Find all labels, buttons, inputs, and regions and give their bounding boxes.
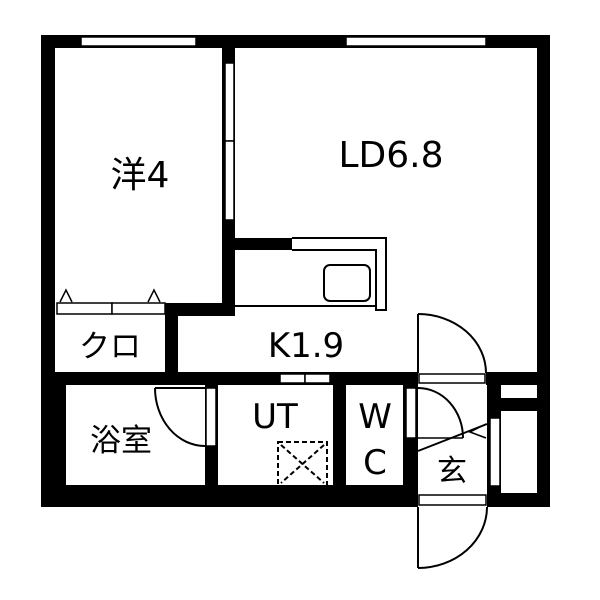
kitchen-wall [222,238,292,250]
wc-door-swing [417,387,464,439]
sliding-door-upper[interactable] [224,62,235,142]
toilet-floor [346,386,403,485]
closet-arrow-left-icon [59,288,73,303]
shoe-cabinet [501,411,537,493]
middle-wall-left [41,372,418,385]
room-label-kitchen: K1.9 [268,326,344,366]
left-wall-upper [41,35,55,375]
utility-floor [218,386,333,485]
bath-door-opening[interactable] [205,387,217,447]
closet-door-left[interactable] [56,302,113,315]
washing-machine-space [277,441,328,487]
wc-door-opening[interactable] [405,387,417,439]
wall-closet-right [165,303,178,383]
kitchen-counter-edge [292,237,387,311]
bathroom-floor [66,386,205,485]
wall-ut-wc [333,385,346,485]
window-living-room [345,36,487,47]
shoe-cabinet-door[interactable] [489,417,501,487]
kitchen-door-opening[interactable] [418,373,486,384]
room-label-bathroom: 浴室 [90,423,152,459]
bottom-wall-left [41,485,418,507]
room-label-toilet-line2: C [363,443,387,483]
closet-door-right[interactable] [111,302,166,315]
bath-door-swing [154,387,206,447]
front-door-swing [417,506,488,569]
room-label-utility: UT [252,397,298,437]
closet-arrow-right-icon [147,288,161,303]
storage-slot-top [501,385,537,398]
washer-cross-2 [280,444,325,484]
room-label-living-dining: LD6.8 [338,135,443,176]
wall-western-bottom [165,303,235,316]
room-label-toilet-line1: W [358,397,392,437]
entrance-step-arrow-icon [468,423,487,439]
middle-wall-right [486,372,550,385]
window-ut-left [279,373,306,384]
room-label-western: 洋4 [111,155,170,196]
wall-storage-divider [501,398,537,411]
room-label-closet: クロ [79,329,141,365]
window-ut-right [304,373,331,384]
right-wall [537,35,550,507]
kitchen-door-swing [417,313,487,374]
bottom-wall-right [487,493,550,507]
kitchen-sink-icon [323,264,371,302]
front-door-opening[interactable] [418,494,487,506]
left-wall-lower [41,372,66,507]
entrance-floor [418,385,487,493]
window-western-room [80,36,197,47]
room-label-entrance: 玄 [437,454,467,489]
sliding-door-lower[interactable] [224,140,235,221]
